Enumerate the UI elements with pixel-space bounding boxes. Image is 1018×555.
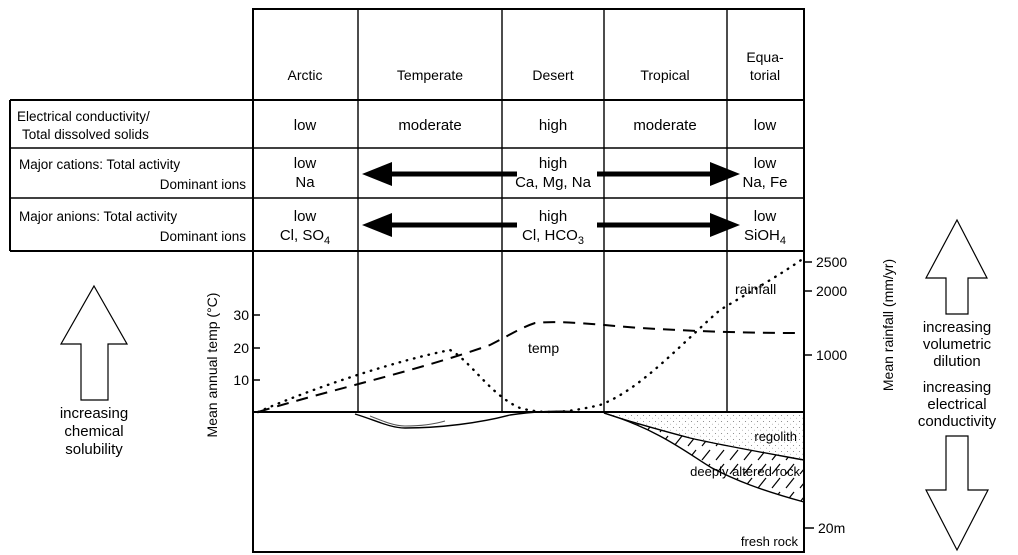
regolith-label: regolith: [754, 429, 797, 444]
fresh-rock-label: fresh rock: [741, 534, 799, 549]
left-note-line-3: solubility: [65, 441, 123, 458]
col-header-equatorial-1: Equa-: [746, 49, 784, 65]
anions-arrow-left: [362, 213, 517, 237]
rain-tick-label-1000: 1000: [816, 347, 847, 363]
row-label-conductivity-2: Total dissolved solids: [22, 127, 149, 142]
row-label-anions-2: Dominant ions: [160, 229, 247, 244]
cations-arctic-activity: low: [294, 155, 317, 172]
temp-axis-label: Mean annual temp (°C): [204, 293, 220, 438]
temp-curve-label: temp: [528, 340, 559, 356]
col-header-temperate: Temperate: [397, 67, 463, 83]
col-header-equatorial-2: torial: [750, 67, 780, 83]
conductivity-equatorial: low: [754, 117, 777, 134]
rainfall-axis: 2500 2000 1000 20m Mean rainfall (mm/yr): [804, 254, 896, 536]
main-frame: [252, 8, 805, 553]
rain-tick-label-2000: 2000: [816, 283, 847, 299]
anions-row: low Cl, SO4 high Cl, HCO3 low SiOH4: [280, 208, 786, 247]
anions-equatorial-activity: low: [754, 208, 777, 225]
left-note-line-2: chemical: [64, 423, 123, 440]
right-bottom-note-line-3: conductivity: [918, 413, 997, 430]
left-note-line-1: increasing: [60, 405, 128, 422]
row-labels: Electrical conductivity/ Total dissolved…: [17, 109, 246, 244]
depth-label-20m: 20m: [818, 520, 845, 536]
right-bottom-note-line-2: electrical: [927, 396, 986, 413]
weathering-profile: [253, 410, 814, 529]
right-top-note-line-2: volumetric: [923, 336, 992, 353]
conductivity-temperate: moderate: [398, 117, 461, 134]
conductivity-row: low moderate high moderate low: [294, 117, 777, 134]
shallow-depression: [354, 410, 581, 429]
col-header-desert: Desert: [532, 67, 573, 83]
regolith-layer: [598, 412, 804, 460]
anions-arrow-right: [597, 213, 740, 237]
cations-row: low Na high Ca, Mg, Na low Na, Fe: [294, 155, 788, 191]
down-arrow-icon: [925, 435, 989, 552]
anions-arctic-activity: low: [294, 208, 317, 225]
curves: temp rainfall: [256, 256, 806, 414]
col-header-tropical: Tropical: [640, 67, 689, 83]
cations-equatorial-activity: low: [754, 155, 777, 172]
temp-axis: 30 20 10 Mean annual temp (°C): [204, 293, 260, 438]
row-label-cations-2: Dominant ions: [160, 177, 247, 192]
row-label-cations-1: Major cations: Total activity: [19, 157, 180, 172]
conductivity-desert: high: [539, 117, 567, 134]
cations-desert-activity: high: [539, 155, 567, 172]
temp-tick-label-20: 20: [233, 340, 249, 356]
depression-fill: [369, 415, 446, 427]
anions-desert-activity: high: [539, 208, 567, 225]
cations-desert-ions: Ca, Mg, Na: [515, 174, 592, 191]
cations-arrow-right: [597, 162, 740, 186]
temp-tick-label-30: 30: [233, 307, 249, 323]
up-arrow-icon: [59, 284, 129, 401]
column-headers: Arctic Temperate Desert Tropical Equa- t…: [288, 49, 785, 83]
right-top-note-line-3: dilution: [933, 353, 981, 370]
temp-tick-label-10: 10: [233, 372, 249, 388]
regolith-base-line: [603, 412, 805, 461]
right-side-notes: increasing volumetric dilution increasin…: [918, 218, 997, 552]
rainfall-curve-label: rainfall: [735, 281, 776, 297]
cations-arrows: [362, 162, 740, 186]
cations-arctic-ions: Na: [295, 174, 315, 191]
conductivity-tropical: moderate: [633, 117, 696, 134]
altered-rock-label: deeply altered rock: [690, 464, 800, 479]
anions-arrows: [362, 213, 740, 237]
anions-arctic-ions: Cl, SO4: [280, 227, 330, 247]
row-label-anions-1: Major anions: Total activity: [19, 209, 177, 224]
fresh-rock-boundary: [603, 412, 805, 503]
cations-equatorial-ions: Na, Fe: [742, 174, 787, 191]
right-top-note-line-1: increasing: [923, 319, 991, 336]
temp-curve: [257, 321, 801, 413]
rainfall-axis-label: Mean rainfall (mm/yr): [880, 259, 896, 391]
anions-desert-ions: Cl, HCO3: [522, 227, 584, 247]
table-grid: [9, 8, 805, 553]
conductivity-arctic: low: [294, 117, 317, 134]
up-arrow-icon: [924, 218, 988, 315]
left-side-note: increasing chemical solubility: [59, 284, 129, 458]
right-bottom-note-line-1: increasing: [923, 379, 991, 396]
anions-equatorial-ions: SiOH4: [744, 227, 786, 247]
row-label-conductivity-1: Electrical conductivity/: [17, 109, 150, 124]
cations-arrow-left: [362, 162, 517, 186]
altered-rock-layer: [604, 413, 804, 502]
profile-labels: regolith deeply altered rock fresh rock: [690, 429, 800, 549]
col-header-arctic: Arctic: [288, 67, 323, 83]
rain-tick-label-2500: 2500: [816, 254, 847, 270]
